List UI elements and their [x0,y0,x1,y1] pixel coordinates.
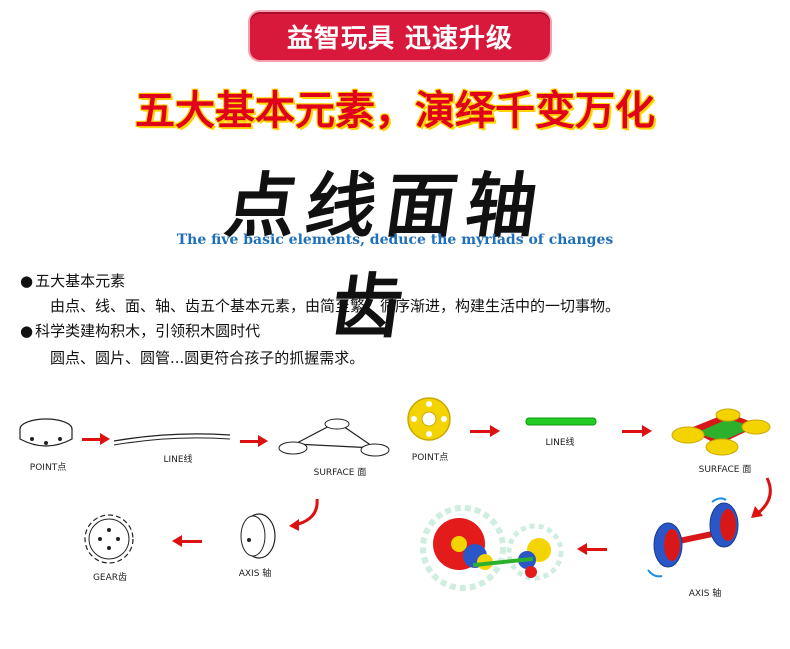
gear-block-icon [420,505,564,591]
arrow-right-icon [240,435,268,447]
right-surface-label: SURFACE 面 [698,465,752,475]
point-block-icon [407,397,451,441]
left-surface-label: SURFACE 面 [313,468,367,478]
line-sketch-icon [113,433,231,446]
curved-arrow-icon [289,498,319,531]
gear-sketch-icon [84,514,134,564]
right-point-label: POINT点 [411,453,449,463]
surface-sketch-icon [278,418,390,457]
point-sketch-icon [19,418,73,447]
subtitle: The five basic elements, deduce the myri… [176,232,614,248]
surface-block-icon [671,408,771,456]
right-axis-label: AXIS 轴 [688,589,722,599]
left-gear-label: GEAR齿 [92,573,128,583]
right-line-label: LINE线 [545,438,575,448]
left-point-label: POINT点 [29,463,67,473]
bullet-2-body: 圆点、圆片、圆管...圆更符合孩子的抓握需求。 [50,349,365,367]
axis-sketch-icon [240,513,276,559]
headline: 五大基本元素，演绎千变万化 [135,88,655,134]
left-axis-label: AXIS 轴 [238,569,272,579]
arrow-right-icon [82,433,110,445]
arrow-left-icon [577,543,607,555]
curved-arrow-icon [751,477,772,518]
line-block-icon [525,417,597,426]
bullet-1-body: 由点、线、面、轴、齿五个基本元素，由简至繁，循序渐进，构建生活中的一切事物。 [50,297,621,315]
left-line-label: LINE线 [163,455,193,465]
axis-block-icon [647,497,739,578]
arrow-right-icon [470,425,500,437]
arrow-right-icon [622,425,652,437]
arrow-left-icon [172,535,202,547]
bullet-2-title: 科学类建构积木，引领积木圆时代 [20,320,260,341]
promo-banner: 益智玩具 迅速升级 [250,12,550,60]
banner-text: 益智玩具 迅速升级 [286,23,514,54]
bullet-1-title: 五大基本元素 [20,270,125,291]
